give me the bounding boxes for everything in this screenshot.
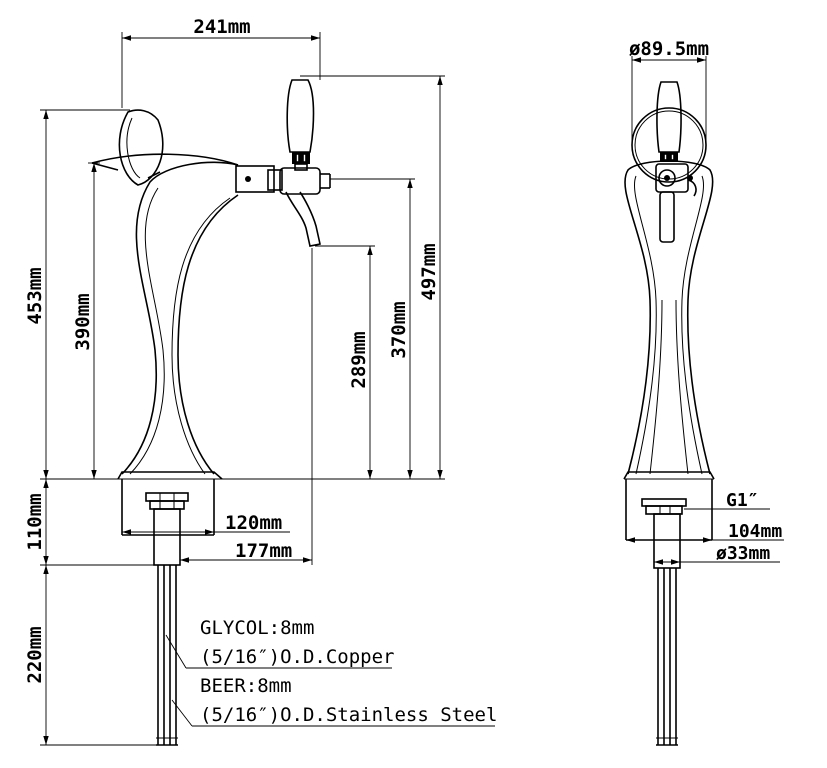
- side-view: 241mm 497mm 370mm 289mm 453mm 390mm 110m…: [24, 16, 497, 746]
- dim-height-spout: 289mm: [348, 331, 370, 388]
- dim-height-total: 497mm: [418, 243, 440, 300]
- dim-base-width-front: 104mm: [728, 521, 782, 542]
- note-glycol-size: GLYCOL:8mm: [200, 617, 314, 639]
- tower-body-side: [91, 153, 239, 536]
- note-beer-material: (5/16″)O.D.Stainless Steel: [200, 704, 497, 726]
- dim-base-width-side: 120mm: [225, 512, 282, 534]
- note-beer-size: BEER:8mm: [200, 675, 292, 697]
- front-view: ø89.5mm G1″ 104mm ø33mm: [623, 38, 784, 746]
- faucet-front: [655, 81, 697, 243]
- dim-spout-reach: 177mm: [235, 540, 292, 562]
- note-glycol-material: (5/16″)O.D.Copper: [200, 646, 394, 668]
- dim-height-tap: 370mm: [388, 301, 410, 358]
- shank-front: [641, 498, 687, 746]
- dim-height-body: 390mm: [72, 293, 94, 350]
- dim-shield-diameter: ø89.5mm: [629, 38, 709, 60]
- shank-side: [145, 492, 189, 746]
- dim-shank-diameter: ø33mm: [716, 543, 770, 564]
- tower-body-front: [623, 160, 715, 541]
- shield-badge-side: [118, 109, 164, 186]
- dim-height-shield: 453mm: [24, 267, 46, 324]
- dim-thread: G1″: [726, 490, 759, 511]
- faucet-side: [235, 79, 331, 247]
- dim-width-total: 241mm: [193, 16, 250, 38]
- dim-length-lines: 220mm: [24, 626, 46, 683]
- dim-height-base: 110mm: [24, 493, 46, 550]
